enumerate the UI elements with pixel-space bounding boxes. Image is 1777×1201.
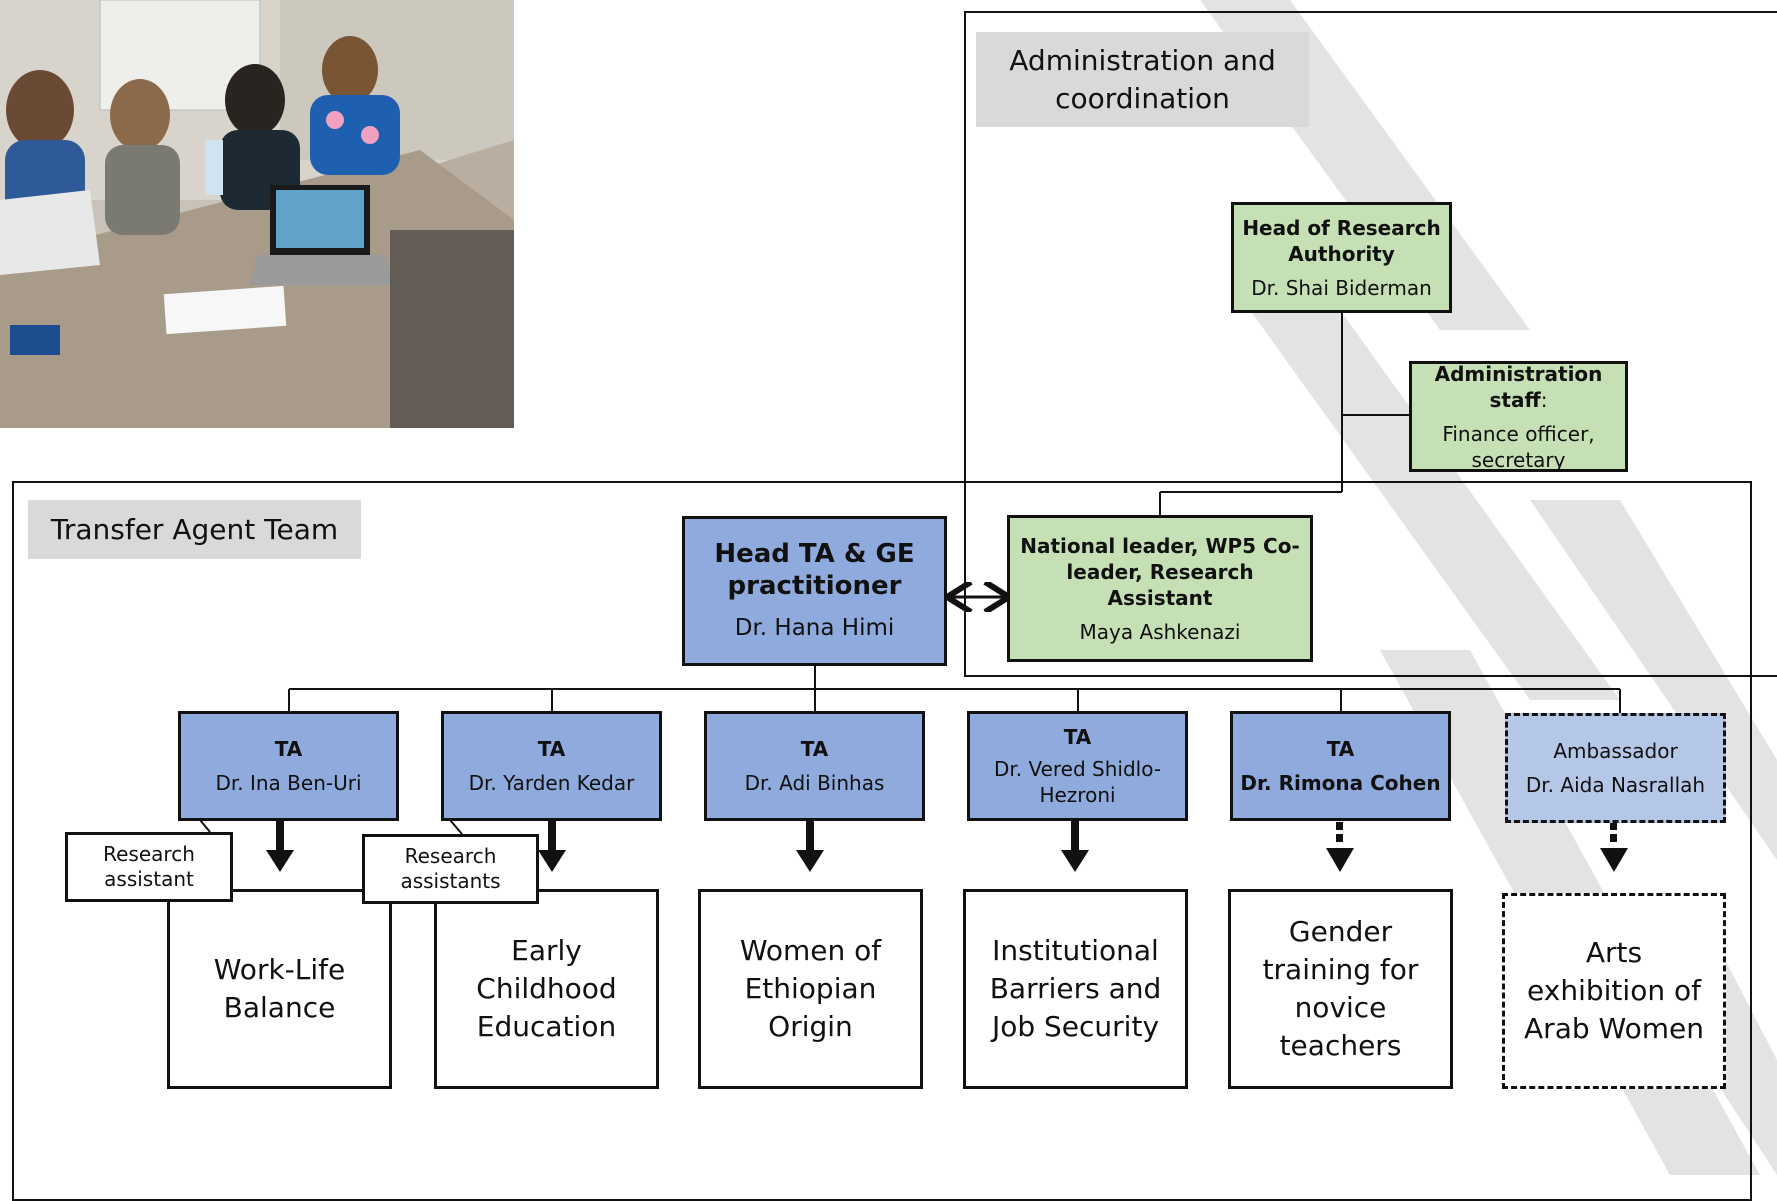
research-assistant-box: Research assistant: [65, 832, 233, 902]
head-ta-title: Head TA & GE practitioner: [714, 539, 915, 601]
head-of-research-name: Dr. Shai Biderman: [1251, 275, 1432, 300]
ta-box: TA Dr. Yarden Kedar: [441, 711, 662, 821]
project-box: Arts exhibition of Arab Women: [1502, 893, 1726, 1089]
transfer-agent-team-label: Transfer Agent Team: [28, 500, 361, 559]
ta-role: TA: [1326, 737, 1355, 761]
ta-box: TA Dr. Adi Binhas: [704, 711, 925, 821]
project-box: Institutional Barriers and Job Security: [963, 889, 1188, 1089]
project-title: Early Childhood Education: [476, 934, 617, 1043]
ta-name: Dr. Yarden Kedar: [468, 771, 635, 795]
project-title: Gender training for novice teachers: [1262, 915, 1419, 1062]
administration-staff-desc: Finance officer, secretary: [1442, 421, 1595, 472]
project-title: Institutional Barriers and Job Security: [989, 934, 1162, 1043]
administration-label: Administration and coordination: [976, 32, 1309, 127]
ta-role: TA: [537, 737, 566, 761]
national-leader-name: Maya Ashkenazi: [1079, 619, 1241, 644]
ambassador-box: Ambassador Dr. Aida Nasrallah: [1505, 713, 1726, 823]
ta-name: Dr. Rimona Cohen: [1240, 771, 1441, 795]
ta-role: TA: [800, 737, 829, 761]
head-ta-name: Dr. Hana Himi: [734, 615, 895, 641]
ta-box: TA Dr. Rimona Cohen: [1230, 711, 1451, 821]
research-assistants-label: Research assistants: [400, 844, 501, 893]
administration-staff-box: Administration staff: Finance officer, s…: [1409, 361, 1628, 472]
ta-box: TA Dr. Ina Ben-Uri: [178, 711, 399, 821]
research-assistants-box: Research assistants: [362, 834, 539, 904]
project-title: Women of Ethiopian Origin: [739, 934, 882, 1043]
administration-panel: [964, 11, 1777, 677]
project-title: Work-Life Balance: [213, 953, 346, 1024]
ta-box: TA Dr. Vered Shidlo-Hezroni: [967, 711, 1188, 821]
ta-name: Dr. Vered Shidlo-Hezroni: [993, 757, 1162, 807]
ta-role: TA: [274, 737, 303, 761]
head-of-research-title: Head of Research Authority: [1242, 215, 1441, 266]
head-ta-box: Head TA & GE practitioner Dr. Hana Himi: [682, 516, 947, 666]
project-box: Women of Ethiopian Origin: [698, 889, 923, 1089]
ambassador-role: Ambassador: [1553, 739, 1678, 763]
project-box: Early Childhood Education: [434, 889, 659, 1089]
ta-name: Dr. Ina Ben-Uri: [215, 771, 362, 795]
ta-role: TA: [1063, 725, 1092, 749]
research-assistant-label: Research assistant: [103, 842, 195, 891]
project-box: Work-Life Balance: [167, 889, 392, 1089]
project-box: Gender training for novice teachers: [1228, 889, 1453, 1089]
national-leader-title: National leader, WP5 Co-leader, Research…: [1020, 533, 1300, 610]
team-photo: [0, 0, 514, 428]
ambassador-name: Dr. Aida Nasrallah: [1525, 773, 1706, 797]
head-of-research-box: Head of Research Authority Dr. Shai Bide…: [1231, 202, 1452, 313]
project-title: Arts exhibition of Arab Women: [1524, 936, 1704, 1045]
national-leader-box: National leader, WP5 Co-leader, Research…: [1007, 515, 1313, 662]
ta-name: Dr. Adi Binhas: [744, 771, 885, 795]
administration-staff-title: Administration staff: [1434, 361, 1603, 412]
